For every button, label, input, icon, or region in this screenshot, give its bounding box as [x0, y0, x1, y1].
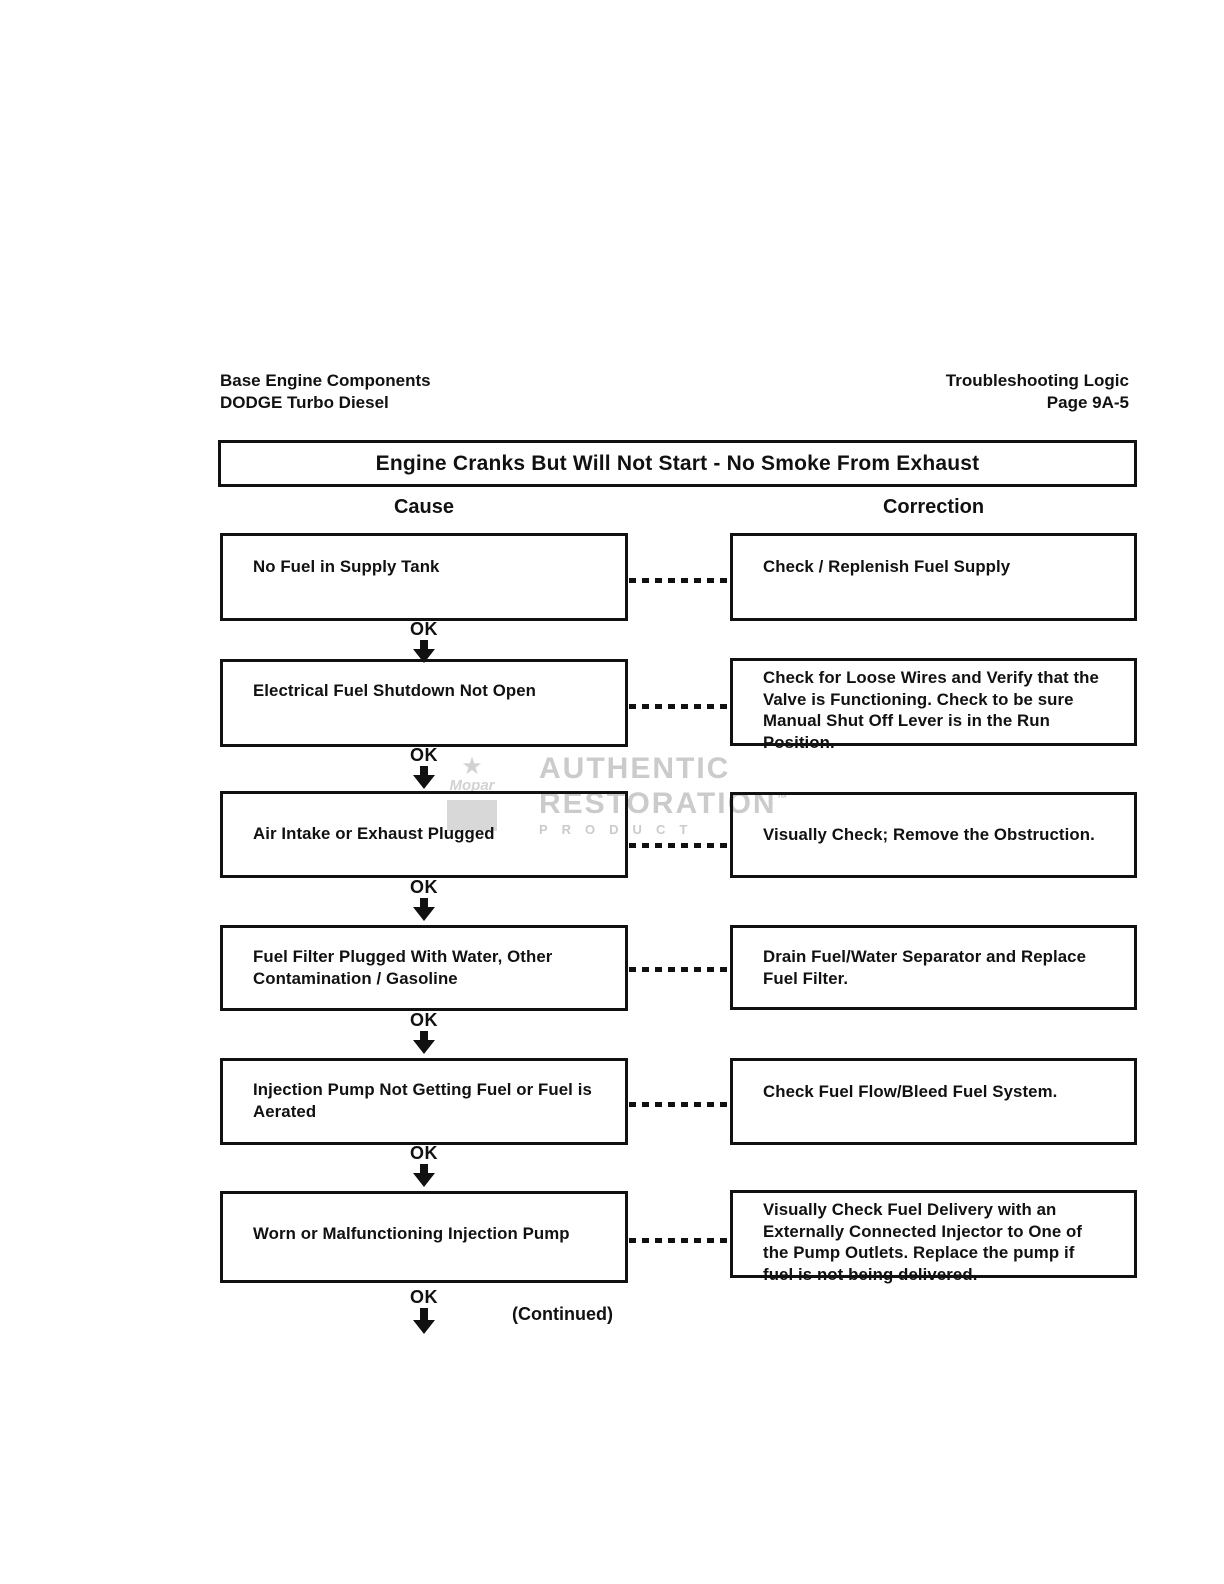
correction-text: Check for Loose Wires and Verify that th… — [763, 668, 1099, 752]
header-right: Troubleshooting Logic Page 9A-5 — [946, 370, 1129, 414]
ok-label: OK — [410, 619, 438, 639]
header-left: Base Engine Components DODGE Turbo Diese… — [220, 370, 431, 414]
ok-label: OK — [410, 1010, 438, 1030]
cause-box-3: Air Intake or Exhaust Plugged — [220, 791, 628, 878]
correction-text: Check Fuel Flow/Bleed Fuel System. — [763, 1082, 1058, 1101]
cause-box-6: Worn or Malfunctioning Injection Pump — [220, 1191, 628, 1283]
cause-column-heading: Cause — [393, 496, 455, 518]
correction-box-5: Check Fuel Flow/Bleed Fuel System. — [730, 1058, 1137, 1145]
cause-box-4: Fuel Filter Plugged With Water, Other Co… — [220, 925, 628, 1011]
cause-box-5: Injection Pump Not Getting Fuel or Fuel … — [220, 1058, 628, 1145]
mopar-logo: ★ Mopar — [443, 753, 501, 831]
ok-connector-6: OK — [392, 1288, 456, 1334]
trademark-symbol: ™ — [776, 793, 788, 805]
pentastar-icon: ★ — [461, 753, 483, 780]
ok-connector-1: OK — [392, 620, 456, 663]
correction-column-heading: Correction — [882, 496, 985, 518]
arrow-down-icon — [392, 1031, 456, 1054]
dashed-connector-4 — [629, 967, 730, 972]
correction-text: Check / Replenish Fuel Supply — [763, 557, 1011, 576]
ok-label: OK — [410, 877, 438, 897]
cause-text: Air Intake or Exhaust Plugged — [253, 824, 495, 843]
dashed-connector-3 — [629, 843, 730, 848]
watermark: ★ Mopar AUTHENTIC RESTORATION™ PRODUCT — [433, 750, 853, 860]
correction-box-4: Drain Fuel/Water Separator and Replace F… — [730, 925, 1137, 1010]
ok-label: OK — [410, 745, 438, 765]
cause-box-2: Electrical Fuel Shutdown Not Open — [220, 659, 628, 747]
arrow-down-icon — [392, 898, 456, 921]
dashed-connector-1 — [629, 578, 730, 583]
mopar-logo-box — [447, 800, 497, 831]
arrow-down-icon — [392, 1164, 456, 1187]
header-section-title: Base Engine Components — [220, 371, 431, 390]
dashed-connector-6 — [629, 1238, 730, 1243]
header-chapter: Troubleshooting Logic — [945, 371, 1129, 390]
cause-text: Worn or Malfunctioning Injection Pump — [253, 1224, 570, 1243]
mopar-logo-text: Mopar — [449, 777, 495, 794]
correction-box-1: Check / Replenish Fuel Supply — [730, 533, 1137, 621]
cause-text: Injection Pump Not Getting Fuel or Fuel … — [253, 1080, 592, 1121]
flowchart-title: Engine Cranks But Will Not Start - No Sm… — [375, 451, 980, 475]
header-vehicle: DODGE Turbo Diesel — [220, 393, 389, 412]
ok-connector-5: OK — [392, 1144, 456, 1187]
correction-text: Visually Check; Remove the Obstruction. — [763, 825, 1095, 844]
ok-connector-2: OK — [392, 746, 456, 789]
correction-box-2: Check for Loose Wires and Verify that th… — [730, 658, 1137, 752]
flowchart-title-box: Engine Cranks But Will Not Start - No Sm… — [218, 440, 1137, 487]
correction-box-6: Visually Check Fuel Delivery with an Ext… — [730, 1190, 1137, 1284]
arrow-down-icon — [392, 1308, 456, 1334]
cause-box-1: No Fuel in Supply Tank — [220, 533, 628, 621]
ok-connector-3: OK — [392, 878, 456, 921]
continued-label: (Continued) — [512, 1304, 613, 1324]
ok-label: OK — [410, 1287, 438, 1307]
ok-label: OK — [410, 1143, 438, 1163]
cause-text: No Fuel in Supply Tank — [253, 557, 440, 576]
ok-connector-4: OK — [392, 1011, 456, 1054]
watermark-line3: PRODUCT — [539, 822, 702, 837]
dashed-connector-2 — [629, 704, 730, 709]
correction-text: Drain Fuel/Water Separator and Replace F… — [763, 947, 1087, 988]
watermark-line1: AUTHENTIC — [539, 752, 731, 785]
cause-text: Fuel Filter Plugged With Water, Other Co… — [253, 947, 553, 988]
arrow-down-icon — [392, 766, 456, 789]
correction-box-3: Visually Check; Remove the Obstruction. — [730, 792, 1137, 878]
cause-text: Electrical Fuel Shutdown Not Open — [253, 681, 537, 700]
watermark-text: AUTHENTIC RESTORATION™ PRODUCT — [539, 753, 788, 837]
correction-text: Visually Check Fuel Delivery with an Ext… — [763, 1200, 1083, 1284]
dashed-connector-5 — [629, 1102, 730, 1107]
header-page-number: Page 9A-5 — [1046, 393, 1129, 412]
